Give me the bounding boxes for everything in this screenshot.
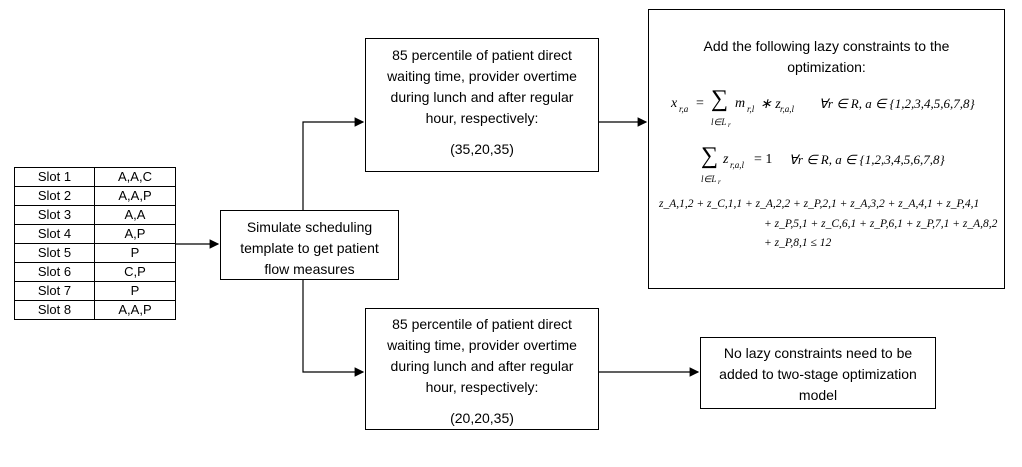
eq2-z-sub: r,a,l [730,160,745,170]
slot-label: Slot 7 [14,281,95,301]
top-result-box: 85 percentile of patient direct waiting … [365,38,599,172]
slot-label: Slot 4 [14,224,95,244]
no-lazy-box: No lazy constraints need to be added to … [700,337,936,409]
eq2-body: z [723,152,729,167]
eq3-line-2: + z_P,5,1 + z_C,6,1 + z_P,6,1 + z_P,7,1 … [764,218,998,230]
slot-label: Slot 3 [14,205,95,225]
eq1-sum-symbol: ∑ [711,86,729,112]
lazy-heading-line-1: Add the following lazy constraints to th… [703,38,950,54]
eq1-equals: = [696,96,704,111]
top-result-line-3: during lunch and after regular [390,89,574,105]
no-lazy-line-1: No lazy constraints need to be [723,345,913,361]
eq1-lhs: x [671,96,678,111]
slot-appointment-types: C,P [94,262,176,282]
top-result-line-1: 85 percentile of patient direct [392,47,572,63]
slot-appointment-types: A,A,P [94,300,176,320]
lazy-heading-line-2: optimization: [787,59,866,75]
slot-appointment-types: A,P [94,224,176,244]
eq2-equals: = 1 [754,152,773,167]
arrow-simulate-to-top-result [302,117,365,210]
top-result-values: (35,20,35) [450,141,514,157]
eq2-sum-sub: l∈L [701,174,717,184]
eq1-sum-subsub: r [728,121,731,129]
no-lazy-line-2: added to two-stage optimization [719,366,917,382]
eq2-sum-symbol: ∑ [701,143,719,169]
eq1-body: m [735,96,746,111]
top-result-line-2: waiting time, provider overtime [387,68,577,84]
slot-appointment-types: P [94,281,176,301]
slot-appointment-types: A,A,C [94,167,176,187]
bottom-result-values: (20,20,35) [450,410,514,426]
bottom-result-box: 85 percentile of patient direct waiting … [365,308,599,430]
simulate-box: Simulate scheduling template to get pati… [220,210,399,280]
eq1-body-sub: r,l [747,104,755,114]
simulate-line-3: flow measures [264,261,355,277]
slot-label: Slot 2 [14,186,95,206]
simulate-line-1: Simulate scheduling [246,219,373,235]
lazy-constraints-box: Add the following lazy constraints to th… [648,9,1005,289]
arrow-simulate-to-bottom-result [302,279,365,377]
bottom-result-line-3: during lunch and after regular [390,358,574,374]
simulate-line-2: template to get patient [240,240,379,256]
eq1-z-sub: r,a,l [780,104,795,114]
slot-label: Slot 6 [14,262,95,282]
eq1-lhs-sub: r,a [679,104,689,114]
slot-label: Slot 8 [14,300,95,320]
slot-appointment-types: P [94,243,176,263]
eq1-sum-sub: l∈L [711,117,727,127]
slot-appointment-types: A,A,P [94,186,176,206]
bottom-result-line-4: hour, respectively: [425,379,539,395]
eq3-line-3: + z_P,8,1 ≤ 12 [764,237,832,249]
slot-appointment-types: A,A [94,205,176,225]
bottom-result-line-1: 85 percentile of patient direct [392,316,572,332]
eq2-sum-subsub: r [718,178,721,186]
eq3-line-1: z_A,1,2 + z_C,1,1 + z_A,2,2 + z_P,2,1 + … [659,198,980,210]
bottom-result-line-2: waiting time, provider overtime [387,337,577,353]
eq1-forall: ∀r ∈ R, a ∈ {1,2,3,4,5,6,7,8} [819,96,975,111]
top-result-line-4: hour, respectively: [425,110,539,126]
slot-label: Slot 1 [14,167,95,187]
eq2-forall: ∀r ∈ R, a ∈ {1,2,3,4,5,6,7,8} [789,152,945,167]
no-lazy-line-3: model [798,387,838,403]
eq1-times-z: ∗ z [760,97,781,112]
slot-label: Slot 5 [14,243,95,263]
